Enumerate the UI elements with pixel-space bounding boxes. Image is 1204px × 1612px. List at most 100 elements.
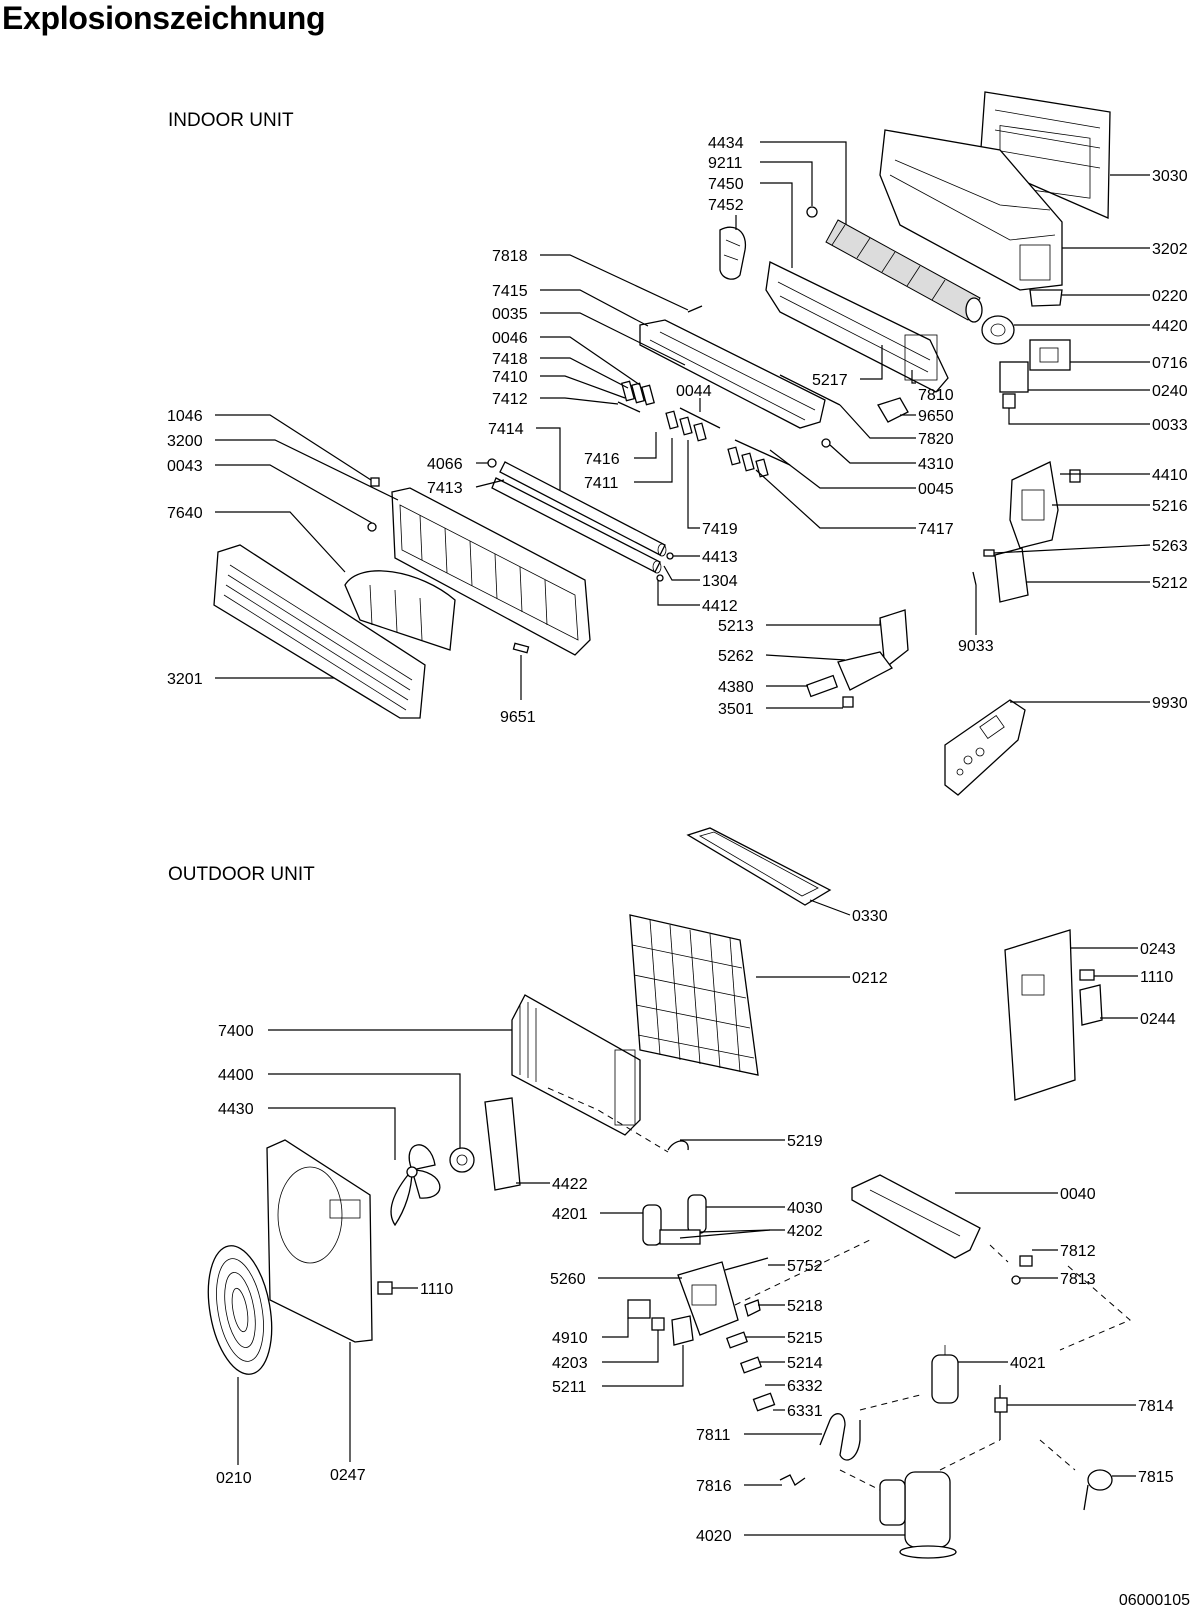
callout-0243: 0243: [1140, 941, 1176, 958]
callout-7813: 7813: [1060, 1271, 1096, 1288]
callout-1304: 1304: [702, 573, 738, 590]
part-1110-bottom: [377, 1281, 393, 1295]
callout-3030: 3030: [1152, 168, 1188, 185]
callout-4021: 4021: [1010, 1355, 1046, 1372]
callout-0240: 0240: [1152, 383, 1188, 400]
callout-4066: 4066: [427, 456, 463, 473]
part-outdoor-fan-motor: [449, 1147, 475, 1173]
callout-0210: 0210: [216, 1470, 252, 1487]
callout-4410: 4410: [1152, 467, 1188, 484]
callout-5262: 5262: [718, 648, 754, 665]
part-5215: [725, 1331, 749, 1349]
part-7818: [687, 305, 703, 313]
callout-4413: 4413: [702, 549, 738, 566]
part-electric-box: [1009, 461, 1059, 549]
callout-0716: 0716: [1152, 355, 1188, 372]
callout-0040: 0040: [1060, 1186, 1096, 1203]
callout-5215: 5215: [787, 1330, 823, 1347]
part-accumulator: [931, 1345, 959, 1404]
part-rear-grille: [629, 914, 759, 1076]
page-title: Explosionszeichnung: [2, 0, 326, 36]
callout-5219: 5219: [787, 1133, 823, 1150]
part-outdoor-electric-box: [677, 1261, 739, 1336]
section-label-indoor: INDOOR UNIT: [168, 110, 294, 131]
callout-7820: 7820: [918, 431, 954, 448]
part-9211: [806, 206, 818, 218]
part-7812: [1019, 1255, 1033, 1267]
callout-7818: 7818: [492, 248, 528, 265]
callout-7419: 7419: [702, 521, 738, 538]
callout-4430: 4430: [218, 1101, 254, 1118]
part-4380: [805, 674, 839, 698]
part-5213: [879, 609, 909, 670]
part-valves: [994, 1385, 1008, 1440]
callout-0035: 0035: [492, 306, 528, 323]
part-capacitors: [642, 1194, 707, 1246]
callout-1046: 1046: [167, 408, 203, 425]
callout-7815: 7815: [1138, 1469, 1174, 1486]
part-fan-motor: [981, 315, 1015, 345]
part-chassis: [879, 129, 1063, 291]
callout-5212: 5212: [1152, 575, 1188, 592]
callout-0044: 0044: [676, 383, 712, 400]
callout-4201: 4201: [552, 1206, 588, 1223]
callout-4434: 4434: [708, 135, 744, 152]
callout-0212: 0212: [852, 970, 888, 987]
part-4202-bracket: [659, 1229, 701, 1245]
part-4412: [656, 574, 664, 582]
callout-4030: 4030: [787, 1200, 823, 1217]
outdoor-callouts: 0330 0243 0212 1110 0244 7400 4400 4430 …: [216, 899, 1176, 1545]
part-tubes: [491, 461, 667, 574]
callout-7414: 7414: [488, 421, 524, 438]
callout-7413: 7413: [427, 480, 463, 497]
document-number: 06000105: [1118, 1592, 1190, 1609]
part-4066: [487, 458, 497, 468]
part-cross-flow-fan: [825, 219, 983, 323]
callout-4412: 4412: [702, 598, 738, 615]
part-5262: [837, 651, 893, 691]
callout-4420: 4420: [1152, 318, 1188, 335]
part-7816: [779, 1474, 806, 1486]
callout-7418: 7418: [492, 351, 528, 368]
callout-1110-bottom: 1110: [420, 1281, 453, 1298]
part-motor-bracket: [484, 1097, 521, 1191]
callout-6331: 6331: [787, 1403, 823, 1420]
part-5214: [739, 1356, 763, 1374]
part-9033: [972, 571, 977, 586]
callout-9650: 9650: [918, 408, 954, 425]
part-5752: [724, 1257, 769, 1271]
callout-7812: 7812: [1060, 1243, 1096, 1260]
callout-7412: 7412: [492, 391, 528, 408]
indoor-parts: [213, 91, 1111, 796]
part-0716: [1029, 339, 1071, 371]
part-6331: [752, 1392, 776, 1412]
section-label-outdoor: OUTDOOR UNIT: [168, 864, 315, 885]
callout-3501: 3501: [718, 701, 754, 718]
part-condenser: [511, 994, 641, 1136]
indoor-callouts: 3030 4434 9211 7450 7452 3202 0220 7818 …: [167, 135, 1188, 726]
callout-0247: 0247: [330, 1467, 366, 1484]
callout-4910: 4910: [552, 1330, 588, 1347]
callout-5213: 5213: [718, 618, 754, 635]
callout-5260: 5260: [550, 1271, 586, 1288]
part-louver-blades-0045: [727, 439, 791, 478]
part-evaporator: [765, 261, 949, 393]
callout-7452: 7452: [708, 197, 744, 214]
callout-9651: 9651: [500, 709, 536, 726]
callout-0043: 0043: [167, 458, 203, 475]
part-remote-control: [944, 699, 1026, 796]
callout-0244: 0244: [1140, 1011, 1176, 1028]
callout-4202: 4202: [787, 1223, 823, 1240]
callout-9930: 9930: [1152, 695, 1188, 712]
part-sensor: [1083, 1469, 1113, 1511]
callout-0220: 0220: [1152, 288, 1188, 305]
part-4910: [627, 1299, 651, 1319]
outdoor-parts: [207, 827, 1131, 1559]
part-louver-frame: [639, 319, 826, 429]
part-5219: [667, 1140, 689, 1151]
part-4413: [666, 552, 674, 560]
part-4410: [1069, 469, 1081, 483]
callout-7810: 7810: [918, 387, 954, 404]
callout-7816: 7816: [696, 1478, 732, 1495]
callout-7450: 7450: [708, 176, 744, 193]
